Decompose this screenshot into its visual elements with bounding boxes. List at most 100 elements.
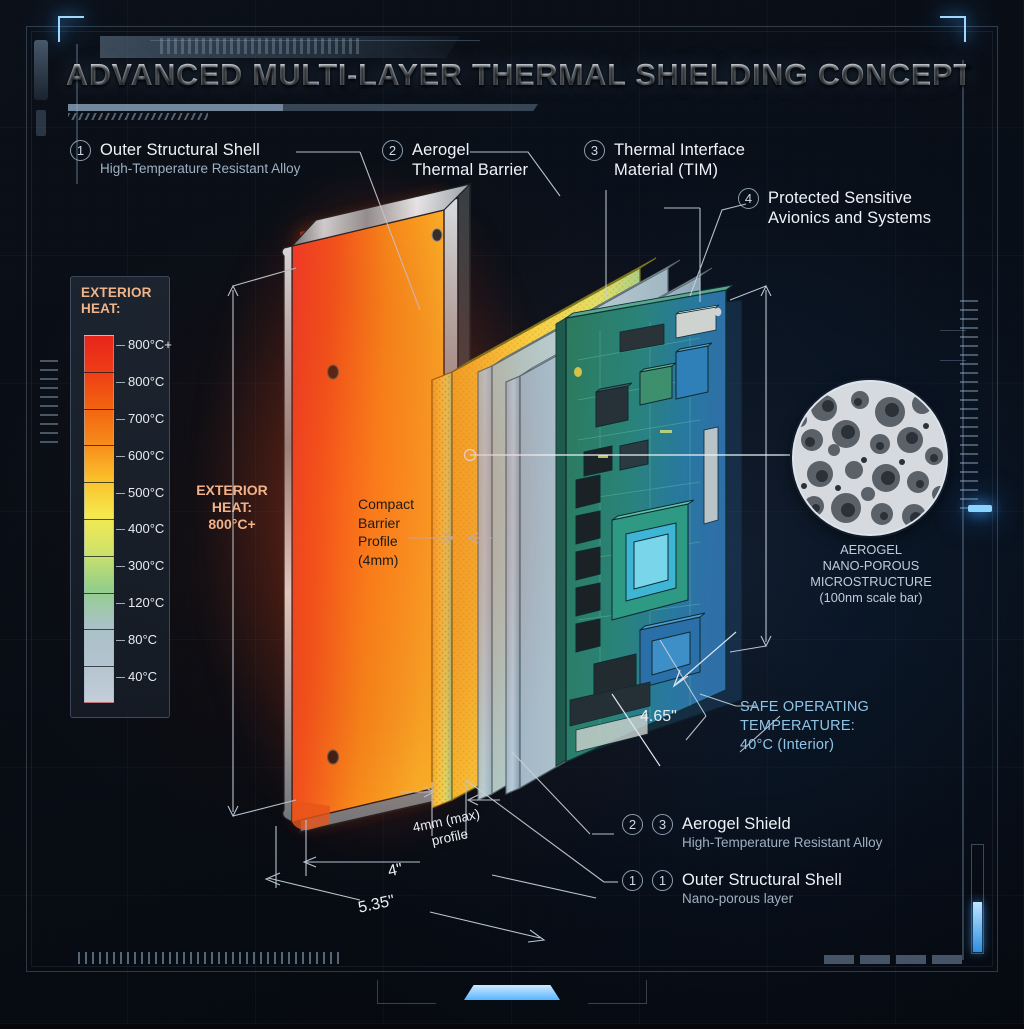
hud-bottom-hatch <box>78 952 340 964</box>
legend-tick-label: 120°C <box>128 594 165 610</box>
legend-tick-mark <box>116 455 125 457</box>
legend-band-divider <box>84 482 114 484</box>
callout-2-title: Aerogel <box>412 141 470 159</box>
hud-bottom-glow <box>464 985 560 1000</box>
inset-caption-line1: AEROGEL <box>840 542 902 557</box>
title-underline <box>68 104 538 111</box>
legend-tick-mark <box>116 566 125 568</box>
bottom-legend-item-2[interactable]: 1 1 Outer Structural Shell Nano-porous l… <box>622 870 842 908</box>
callout-1-title: Outer Structural Shell <box>100 141 260 159</box>
page-title: ADVANCED MULTI-LAYER THERMAL SHIELDING C… <box>66 58 973 92</box>
hud-side-tab-secondary <box>36 110 46 136</box>
hud-vertical-gauge <box>971 844 984 954</box>
hud-glow-indicator <box>968 505 992 512</box>
callout-4-subtitle: Avionics and Systems <box>768 209 932 227</box>
hud-edge-ticks-left <box>40 360 58 443</box>
legend-title: EXTERIOR HEAT: <box>81 285 173 317</box>
safe-temp-line2: TEMPERATURE: <box>740 718 855 734</box>
width-dimension-535in: 5.35" <box>356 892 397 917</box>
legend-title-line2: HEAT: <box>81 301 121 316</box>
safe-temp-line3: 40°C (Interior) <box>740 737 835 753</box>
legend-tick-label: 80°C <box>128 631 158 647</box>
layer-avionics <box>555 284 743 767</box>
legend-tick-mark <box>116 382 125 384</box>
legend-band-divider <box>84 408 114 410</box>
bottom-legend-1-subtitle: High-Temperature Resistant Alloy <box>682 835 883 850</box>
layer-tim-b <box>505 267 713 795</box>
hud-edge-ticks-right <box>960 300 978 509</box>
temperature-legend: EXTERIOR HEAT: 800°C+ 800°C 700°C 600°C 500°… <box>70 276 173 718</box>
inset-caption-line4: (100nm scale bar) <box>819 590 923 605</box>
layer-aerogel <box>431 257 657 809</box>
legend-band-divider <box>84 371 114 373</box>
board-arrow <box>611 631 737 767</box>
title-hatch <box>68 113 208 120</box>
width-dimension-4in: 4" <box>386 860 405 881</box>
legend-band-divider <box>84 629 114 631</box>
legend-tick-label: 600°C <box>128 447 165 463</box>
legend-tick-label: 40°C <box>128 668 158 684</box>
legend-band-divider <box>84 666 114 668</box>
legend-tick-label: 700°C <box>128 410 165 426</box>
bottom-legend-1-number-a: 2 <box>622 814 643 835</box>
legend-tick-mark <box>116 345 125 347</box>
exterior-heat-annotation: EXTERIOR HEAT: 800°C+ <box>182 482 282 533</box>
safe-temp-line1: SAFE OPERATING <box>740 699 870 715</box>
bottom-legend-2-subtitle: Nano-porous layer <box>682 891 794 906</box>
legend-band-divider <box>84 592 114 594</box>
legend-title-line1: EXTERIOR <box>81 285 152 300</box>
height-dimension-465in: 4.65" <box>640 708 677 725</box>
callout-2-subtitle: Thermal Barrier <box>412 161 529 179</box>
legend-tick-label: 300°C <box>128 558 165 574</box>
legend-tick-mark <box>116 639 125 641</box>
bottom-legend-1-number-b: 3 <box>652 814 673 835</box>
hud-line-right <box>962 60 964 960</box>
callout-2[interactable]: 2 Aerogel Thermal Barrier <box>382 140 528 180</box>
legend-tick-mark <box>116 676 125 678</box>
callout-3-subtitle: Material (TIM) <box>614 161 719 179</box>
inset-caption-line2: NANO-POROUS <box>822 558 920 573</box>
aerogel-microstructure-inset <box>792 380 948 536</box>
callout-4[interactable]: 4 Protected Sensitive Avionics and Syste… <box>738 188 931 228</box>
corner-bracket-top-right <box>936 16 966 46</box>
legend-tick-mark <box>116 529 125 531</box>
hud-side-tab <box>34 40 48 100</box>
profile-dimension-annotation: 4mm (max) profile <box>398 802 499 855</box>
legend-tick-mark <box>116 602 125 604</box>
callout-3-number: 3 <box>584 140 605 161</box>
legend-tick-label: 800°C+ <box>128 337 172 353</box>
callout-1[interactable]: 1 Outer Structural Shell High-Temperatur… <box>70 140 300 178</box>
callout-1-number: 1 <box>70 140 91 161</box>
legend-tick-label: 800°C <box>128 374 165 390</box>
safe-operating-temp-annotation: SAFE OPERATING TEMPERATURE: 40°C (Interi… <box>740 698 920 755</box>
corner-bracket-top-left <box>58 16 88 46</box>
callout-1-subtitle: High-Temperature Resistant Alloy <box>100 161 301 176</box>
legend-band-divider <box>84 519 114 520</box>
bottom-legend-1-title: Aerogel Shield <box>682 815 791 833</box>
hud-title-plate <box>100 36 460 58</box>
legend-tick-label: 400°C <box>128 521 165 537</box>
bottom-legend-item-1[interactable]: 2 3 Aerogel Shield High-Temperature Resi… <box>622 814 882 852</box>
legend-band-divider <box>84 445 114 447</box>
callout-3-title: Thermal Interface <box>614 141 746 159</box>
callout-4-number: 4 <box>738 188 759 209</box>
inset-pointer <box>463 448 790 462</box>
bottom-legend-2-number-b: 1 <box>652 870 673 891</box>
callout-4-title: Protected Sensitive <box>768 189 913 207</box>
hud-bottom-blocks <box>824 955 962 964</box>
bottom-legend-2-title: Outer Structural Shell <box>682 871 842 889</box>
callout-3[interactable]: 3 Thermal Interface Material (TIM) <box>584 140 745 180</box>
bottom-legend-2-number-a: 1 <box>622 870 643 891</box>
legend-tick-label: 500°C <box>128 484 165 500</box>
exterior-heat-line1: EXTERIOR <box>196 482 268 498</box>
compact-barrier-annotation: Compact Barrier Profile (4mm) <box>358 496 415 568</box>
exterior-heat-line2: HEAT: <box>211 499 253 515</box>
inset-caption-line3: MICROSTRUCTURE <box>810 574 932 589</box>
hud-title-plate-hatch <box>160 38 360 54</box>
callout-2-number: 2 <box>382 140 403 161</box>
legend-band-divider <box>84 555 114 557</box>
legend-tick-mark <box>116 492 125 494</box>
exterior-heat-line3: 800°C+ <box>208 516 256 532</box>
legend-tick-mark <box>116 418 125 420</box>
inset-caption: AEROGEL NANO-POROUS MICROSTRUCTURE (100n… <box>790 542 952 606</box>
